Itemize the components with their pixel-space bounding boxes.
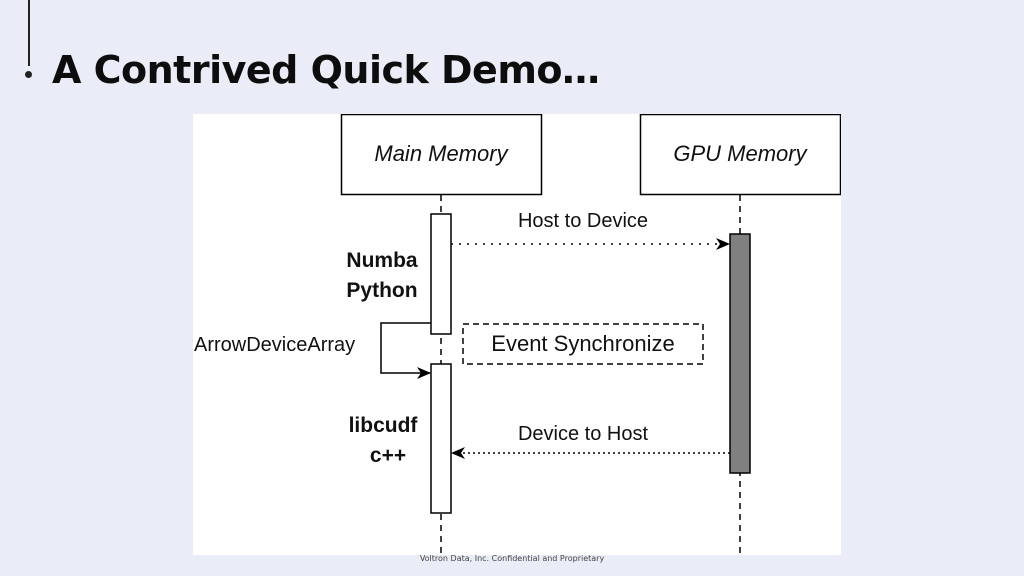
activation-numba-label-line1: Numba (346, 249, 417, 272)
decorative-bullet-dot (25, 71, 32, 78)
participant-gpu-memory: GPU Memory (639, 114, 841, 196)
note-event-synchronize (462, 323, 704, 365)
message-device-to-host-label: Device to Host (518, 423, 648, 445)
slide-title: A Contrived Quick Demo… (52, 48, 600, 92)
activation-libcudf-label-line1: libcudf (349, 414, 419, 437)
activation-libcudf-label-line2: c++ (370, 444, 406, 467)
activation-libcudf (430, 363, 452, 514)
message-arrow-device-array-label: ArrowDeviceArray (194, 334, 355, 356)
participant-main-memory: Main Memory (340, 114, 543, 196)
slide-footer: Voltron Data, Inc. Confidential and Prop… (419, 554, 605, 563)
participant-gpu-memory-label: GPU Memory (673, 141, 808, 166)
decorative-vertical-line (28, 0, 30, 66)
activation-numba-label-line2: Python (346, 279, 417, 302)
participant-main-memory-label: Main Memory (374, 141, 509, 166)
message-host-to-device-label: Host to Device (518, 210, 648, 232)
sequence-diagram: Main Memory GPU Memory Host to Device De… (193, 114, 841, 555)
note-event-synchronize-label: Event Synchronize (491, 331, 674, 356)
activation-gpu (729, 233, 751, 474)
activation-numba (430, 213, 452, 335)
message-arrow-device-array-arrow (380, 322, 431, 379)
